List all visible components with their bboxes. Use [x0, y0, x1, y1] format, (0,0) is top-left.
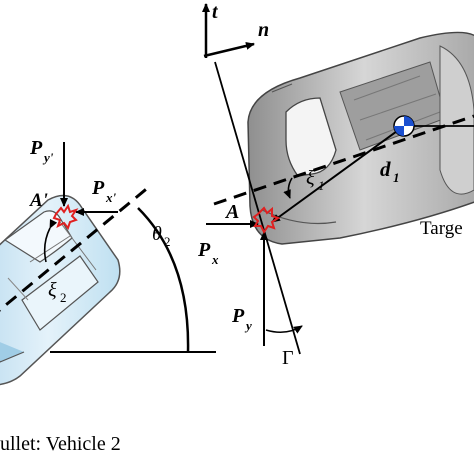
- xi1-arc: [283, 177, 293, 199]
- label-xi2: ξ 2: [48, 279, 67, 305]
- bullet-axis-dashed: [0, 184, 151, 312]
- tangent-line: [214, 61, 301, 355]
- svg-text:1: 1: [393, 170, 400, 185]
- svg-text:θ: θ: [152, 223, 162, 245]
- svg-text:P: P: [91, 177, 105, 199]
- svg-text:P: P: [197, 239, 211, 261]
- label-py-prime: P y': [29, 137, 54, 165]
- label-a: A: [224, 201, 239, 223]
- label-theta2: θ 2: [152, 223, 171, 249]
- label-xi1: ξ 1: [306, 167, 325, 193]
- label-d1: d 1: [380, 157, 400, 185]
- impact-mark-a-prime: [52, 203, 79, 231]
- target-axis-dashed: [213, 114, 474, 206]
- svg-text:d: d: [380, 157, 391, 181]
- n-axis-label: n: [258, 19, 269, 41]
- svg-text:x': x': [105, 190, 117, 205]
- theta2-arc: [137, 207, 190, 353]
- target-vehicle: [247, 31, 474, 245]
- label-px-prime: P x': [91, 177, 117, 205]
- d1-vector: [271, 125, 405, 223]
- svg-text:P: P: [231, 305, 245, 327]
- target-caption: Targe: [420, 218, 463, 239]
- svg-text:2: 2: [60, 290, 67, 305]
- label-px: P x: [197, 239, 219, 267]
- bullet-caption: ullet: Vehicle 2: [0, 433, 121, 455]
- svg-text:y': y': [42, 150, 54, 165]
- svg-text:x: x: [211, 252, 219, 267]
- gamma-arc: [265, 325, 303, 334]
- svg-text:2: 2: [164, 234, 171, 249]
- n-axis-arrow: [203, 41, 255, 58]
- t-axis-label: t: [212, 1, 219, 23]
- impact-mark-a: [252, 206, 281, 234]
- xi2-arc: [43, 219, 58, 263]
- svg-text:P: P: [29, 137, 43, 159]
- center-of-gravity-icon: [393, 115, 415, 137]
- label-gamma: Γ: [282, 347, 294, 369]
- svg-text:ξ: ξ: [306, 167, 315, 189]
- svg-text:y: y: [244, 318, 252, 333]
- label-py: P y: [231, 305, 252, 333]
- svg-text:ξ: ξ: [48, 279, 57, 301]
- label-a-prime: A': [29, 190, 48, 211]
- svg-text:1: 1: [318, 178, 325, 193]
